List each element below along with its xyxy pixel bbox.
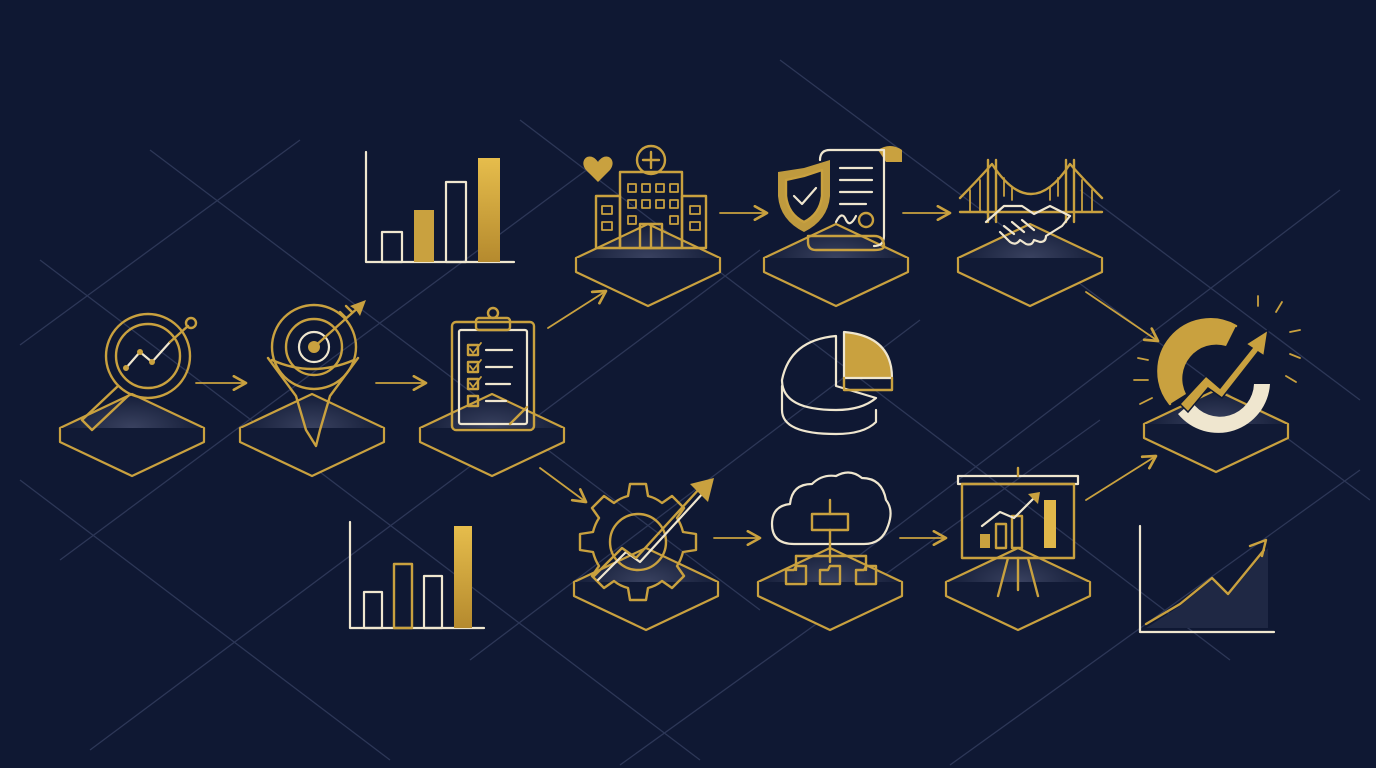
shield-contract-icon [778,146,902,252]
platform-healthcare [574,222,722,308]
platform-targeting [238,392,386,478]
hospital-heart-icon [583,144,708,250]
clipboard-checklist-icon [450,306,536,432]
area-chart-icon [1138,524,1276,634]
arrow-presentation-to-growth [1085,454,1158,501]
arrow-partnership-to-growth [1085,291,1160,343]
funnel-target-icon [266,300,366,448]
gear-growth-icon [578,478,714,602]
bar-chart-top [364,150,516,264]
bridge-handshake-icon [958,158,1104,246]
platform-analysis [58,392,206,478]
presentation-board-icon [956,466,1080,598]
arrow-checklist-to-healthcare [547,289,608,329]
bar-chart-bottom [348,520,486,630]
magnifier-trend-icon [80,312,198,432]
node-platforms [58,222,1290,632]
cloud-hierarchy-icon [770,471,892,586]
platform-checklist [418,392,566,478]
arrow-checklist-to-optimization [539,467,588,504]
growth-cycle-icon [1133,295,1301,433]
pie-chart-icon [780,330,894,436]
flow-arrows [195,204,1160,547]
platform-partnership [956,222,1104,308]
